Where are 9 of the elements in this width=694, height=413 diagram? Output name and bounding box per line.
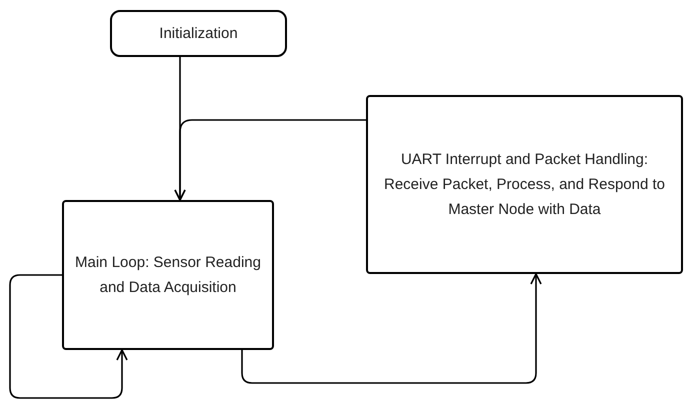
node-text: UART Interrupt and Packet Handling: Receive Packet, Process, and Respond to Master Node with Data [383, 150, 666, 220]
arrow [9, 274, 128, 399]
node-text: Main Loop: Sensor Reading and Data Acquisition [74, 253, 262, 298]
arrow [241, 273, 542, 384]
arrow [174, 119, 366, 201]
process-box [62, 200, 274, 350]
start-box [110, 10, 287, 57]
node-text: Initialization [158, 24, 239, 44]
process-box [366, 95, 683, 274]
